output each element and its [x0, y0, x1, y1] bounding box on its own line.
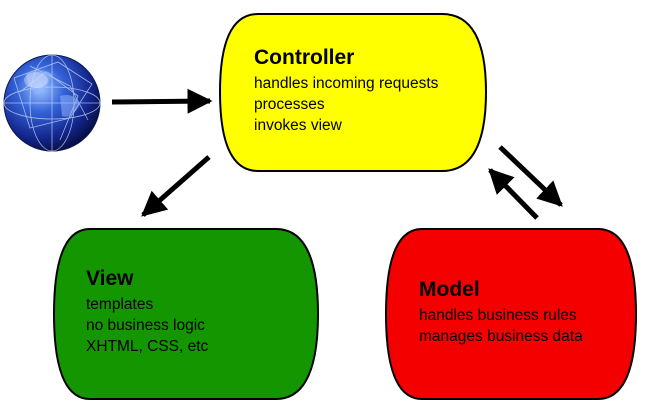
view-line: XHTML, CSS, etc: [86, 338, 209, 355]
arrow-controller-to-view: [141, 155, 211, 217]
controller-text: Controller handles incoming requests pro…: [254, 45, 438, 136]
view-title: View: [86, 267, 134, 290]
globe-icon: [3, 54, 101, 152]
controller-title: Controller: [254, 46, 355, 69]
arrow-model-to-controller: [488, 168, 539, 220]
view-line: no business logic: [86, 317, 205, 334]
model-line: manages business data: [419, 328, 583, 345]
view-text: View templates no business logic XHTML, …: [86, 266, 208, 357]
model-text: Model handles business rules manages bus…: [419, 277, 583, 347]
controller-box: [218, 13, 488, 172]
controller-line: handles incoming requests: [254, 75, 439, 92]
view-box: [52, 228, 320, 400]
controller-line: invokes view: [254, 117, 342, 134]
view-line: templates: [86, 296, 154, 313]
model-title: Model: [419, 278, 480, 301]
model-line: handles business rules: [419, 307, 577, 324]
arrow-controller-to-model: [498, 145, 563, 207]
controller-line: processes: [254, 96, 325, 113]
arrow-client-to-controller: [111, 88, 213, 114]
model-box: [384, 228, 638, 400]
